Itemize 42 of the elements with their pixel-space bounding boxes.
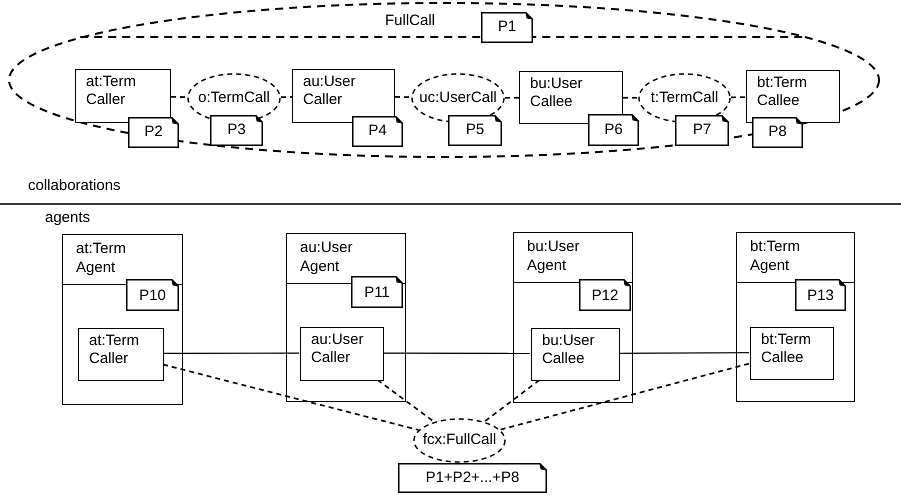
agent-box: at:Term Agent P10 at:Term Caller	[62, 234, 183, 405]
object-box: at:Term Caller	[75, 69, 171, 123]
object-box: bu:User Callee	[519, 71, 623, 124]
note-box: P4	[352, 116, 403, 147]
note-box: P10	[126, 279, 179, 311]
section-label: collaborations	[28, 176, 121, 196]
connector-line	[163, 352, 299, 354]
note-box: P2	[128, 117, 179, 148]
object-box: au:User Caller	[300, 327, 384, 381]
section-label: agents	[45, 208, 90, 228]
note-box: P11	[351, 276, 403, 308]
note-box: P7	[675, 115, 729, 146]
note-box: P13	[795, 279, 846, 311]
connector-line	[377, 379, 435, 422]
collaboration-ellipse: fcx:FullCall	[413, 418, 506, 463]
note-box: P3	[210, 115, 263, 146]
object-box: au:User Caller	[292, 69, 395, 123]
note-box: P1+P2+...+P8	[398, 463, 547, 493]
connector-line	[619, 352, 749, 354]
connector-line	[500, 362, 750, 430]
connector-line	[394, 96, 412, 98]
note-box: P8	[752, 117, 803, 148]
note-box: P5	[448, 115, 502, 146]
connector-line	[162, 364, 419, 431]
agent-box: au:User Agent P11 au:User Caller	[286, 233, 406, 402]
connector-line	[280, 96, 292, 98]
agent-box: bu:User Agent P12 bu:User Callee	[513, 232, 633, 403]
connector-line	[730, 96, 746, 98]
note-box: P6	[588, 114, 639, 146]
object-box: bu:User Callee	[531, 328, 620, 381]
connector-line	[170, 96, 188, 98]
note-box: P1	[481, 12, 533, 43]
note-box: P12	[579, 279, 631, 311]
collaboration-ellipse: FullCall P1 at:Term Caller P2 o:TermCall P3 au:User Caller P4 uc:UserCall P5 bu:User Callee P6 t:TermCall P7 bt:Term Callee P8	[8, 2, 880, 158]
connector-line	[484, 379, 540, 422]
object-box: bt:Term Callee	[750, 327, 834, 380]
connector-line	[623, 96, 638, 99]
object-box: bt:Term Callee	[746, 70, 840, 123]
connector-line	[383, 352, 530, 354]
agent-box: bt:Term Agent P13 bt:Term Callee	[736, 232, 855, 402]
connector-line	[505, 96, 519, 99]
object-box: at:Term Caller	[78, 328, 164, 381]
